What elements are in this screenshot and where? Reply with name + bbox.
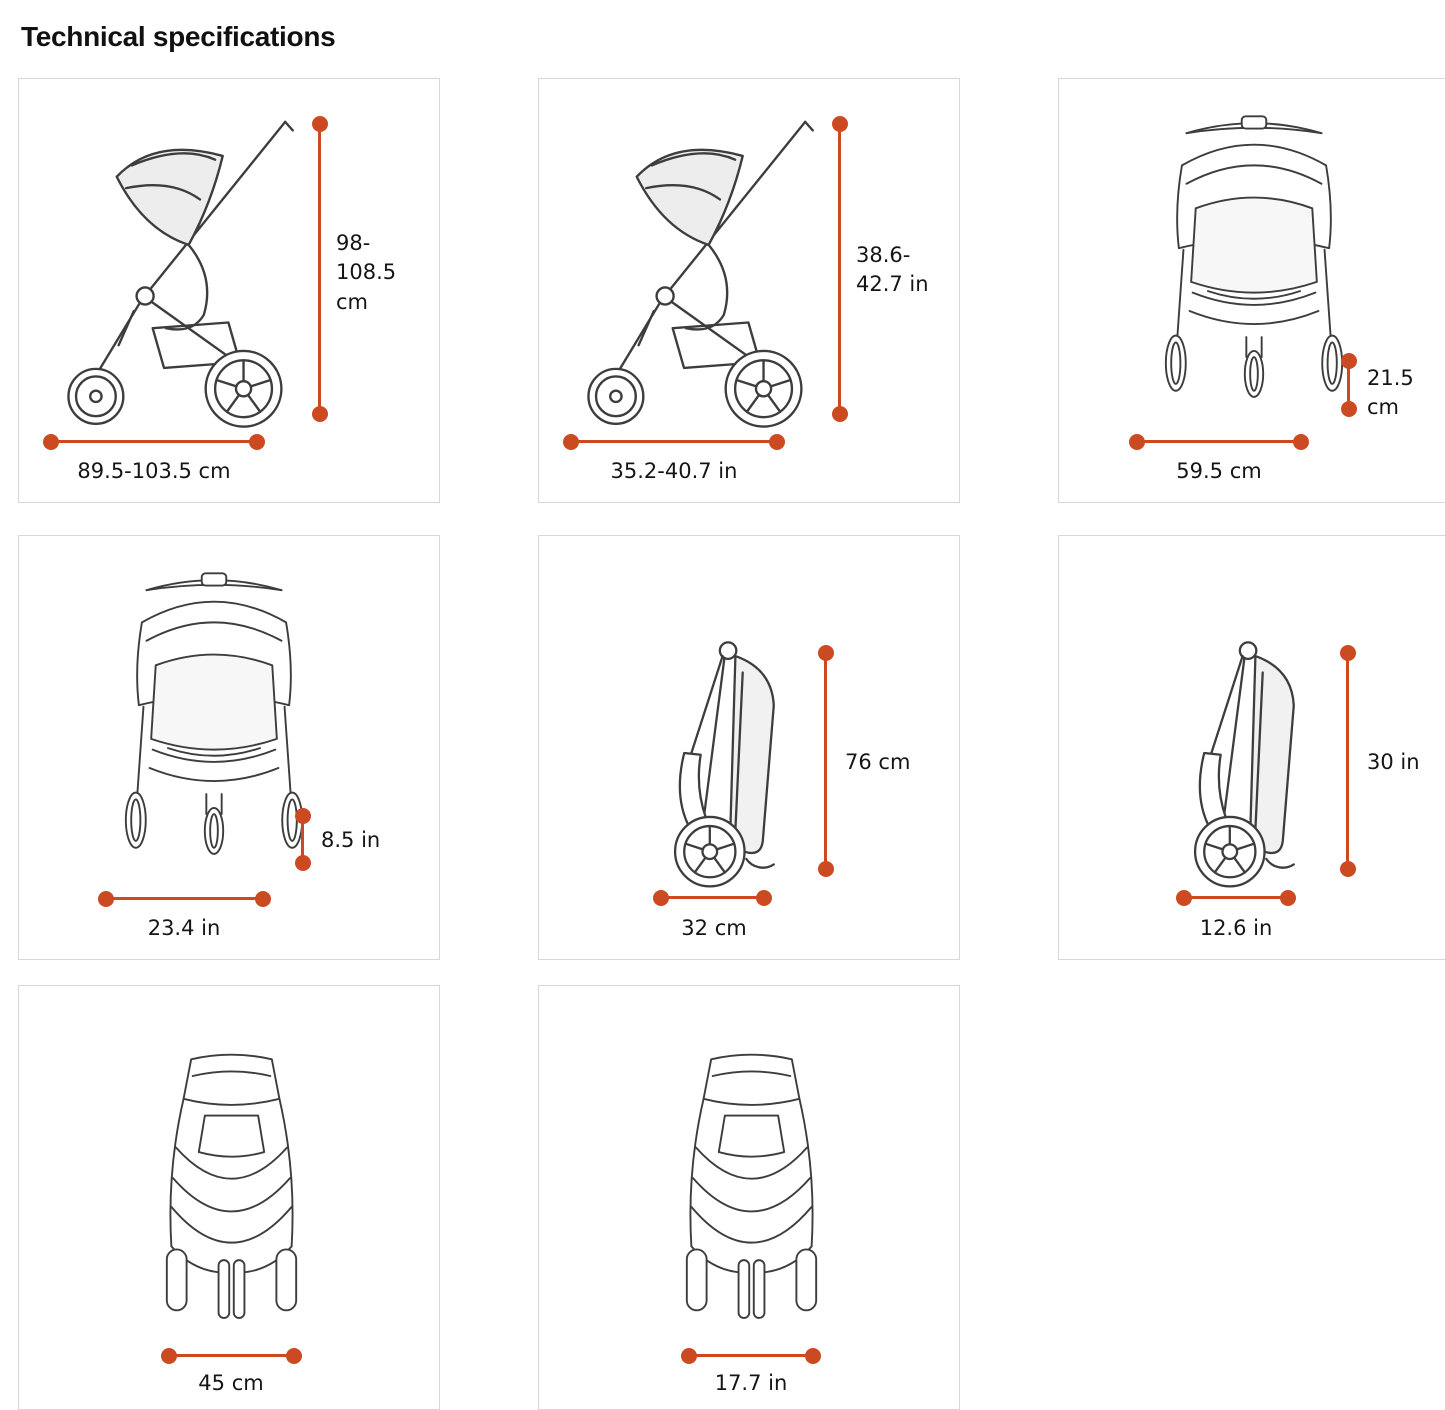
width-dimension-label: 59.5 cm — [1176, 459, 1262, 483]
stroller-folded-view-drawing — [649, 636, 809, 901]
width-dimension-label: 23.4 in — [147, 916, 221, 940]
page-title: Technical specifications — [21, 20, 336, 52]
length-dimension-label: 89.5-103.5 cm — [77, 459, 231, 483]
width-dimension-line — [106, 897, 263, 900]
height-dimension-label: 98-108.5 cm — [336, 231, 397, 314]
folded-width-dimension-label: 12.6 in — [1199, 916, 1273, 940]
height-dimension-line — [318, 124, 321, 414]
stroller-top-view-drawing — [144, 1041, 319, 1356]
width-dimension-line — [1137, 440, 1301, 443]
spec-card-folded-view-imperial: 30 in 12.6 in — [1058, 535, 1445, 960]
clearance-dimension-line — [301, 816, 304, 863]
clearance-dimension-label: 21.5 cm — [1367, 366, 1414, 420]
stroller-side-view-drawing — [41, 107, 306, 432]
folded-width-dimension-label: 32 cm — [681, 916, 747, 940]
length-dimension-label: 35.2-40.7 in — [610, 459, 738, 483]
folded-height-dimension-line — [824, 653, 827, 869]
stroller-front-view-drawing — [1139, 91, 1369, 436]
spec-card-side-view-metric: 98-108.5 cm 89.5-103.5 cm — [18, 78, 440, 503]
spec-card-top-view-imperial: 17.7 in — [538, 985, 960, 1410]
stroller-side-view-drawing — [561, 107, 826, 432]
clearance-dimension-line — [1347, 361, 1350, 409]
length-dimension-line — [51, 440, 257, 443]
spec-card-side-view-imperial: 38.6-42.7 in 35.2-40.7 in — [538, 78, 960, 503]
spec-card-front-view-imperial: 8.5 in 23.4 in — [18, 535, 440, 960]
stroller-top-view-drawing — [664, 1041, 839, 1356]
spec-card-folded-view-metric: 76 cm 32 cm — [538, 535, 960, 960]
track-width-dimension-label: 45 cm — [198, 1371, 264, 1395]
folded-height-dimension-label: 76 cm — [845, 750, 911, 774]
height-dimension-line — [838, 124, 841, 414]
folded-height-dimension-line — [1346, 653, 1349, 869]
stroller-front-view-drawing — [99, 548, 329, 893]
stroller-folded-view-drawing — [1169, 636, 1329, 901]
track-width-dimension-label: 17.7 in — [714, 1371, 788, 1395]
folded-width-dimension-line — [661, 896, 764, 899]
folded-width-dimension-line — [1184, 896, 1288, 899]
clearance-dimension-label: 8.5 in — [321, 828, 381, 852]
track-width-dimension-line — [689, 1354, 813, 1357]
length-dimension-line — [571, 440, 777, 443]
spec-card-top-view-metric: 45 cm — [18, 985, 440, 1410]
spec-card-front-view-metric: 21.5 cm 59.5 cm — [1058, 78, 1445, 503]
folded-height-dimension-label: 30 in — [1367, 750, 1420, 774]
height-dimension-label: 38.6-42.7 in — [856, 243, 929, 297]
track-width-dimension-line — [169, 1354, 294, 1357]
